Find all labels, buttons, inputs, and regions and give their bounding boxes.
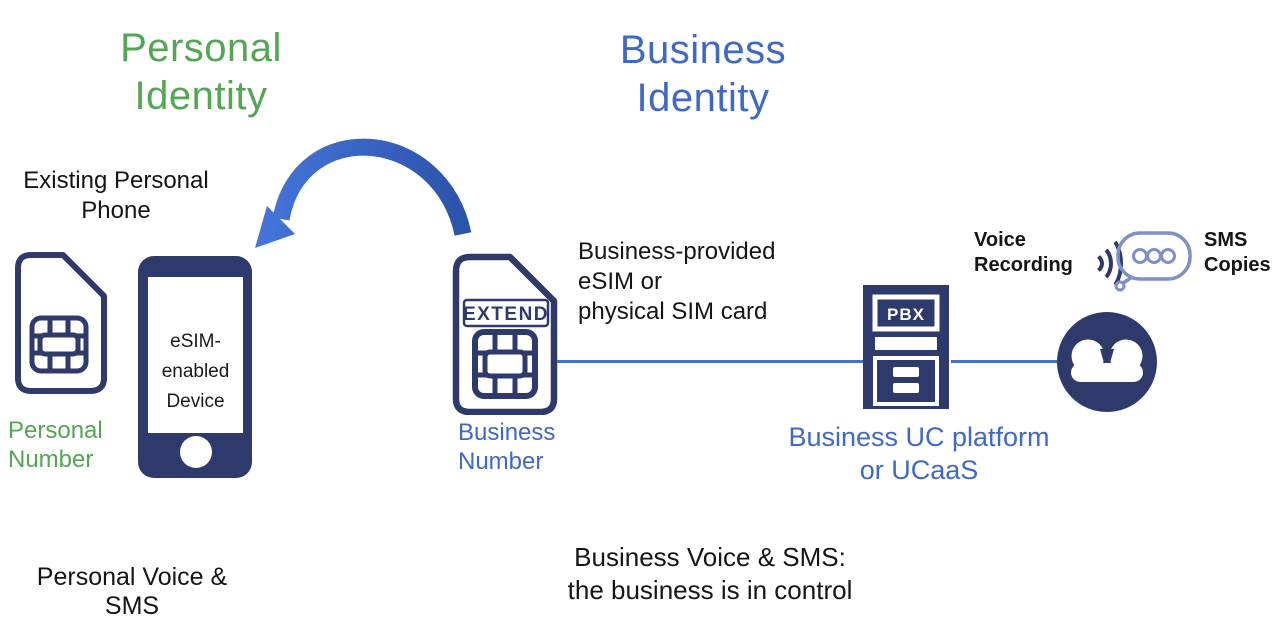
pbx-server-icon: PBX <box>863 285 949 409</box>
business-uc-platform-label: Business UC platform or UCaaS <box>788 422 1050 485</box>
personal-sim-card-icon <box>15 252 107 394</box>
sms-copies-label: SMS Copies <box>1204 229 1271 276</box>
existing-personal-phone-label: Existing Personal Phone <box>23 167 209 224</box>
voicemail-reel-icon <box>1057 312 1157 412</box>
sms-speech-bubble-icon <box>1114 231 1192 292</box>
smartphone-body <box>138 256 252 478</box>
business-voice-sms-caption: Business Voice & SMS: the business is in… <box>567 542 853 605</box>
pbx-label-text: PBX <box>887 305 925 324</box>
smartphone-icon: eSIM- enabled Device <box>136 255 254 479</box>
connector-line-sim-to-pbx <box>557 360 863 363</box>
esim-enabled-device-label: eSIM- enabled Device <box>161 331 230 412</box>
business-sim-card-extend-icon: EXTEND <box>452 253 558 415</box>
personal-voice-sms-caption: Personal Voice & SMS <box>36 563 228 620</box>
personal-identity-heading: Personal Identity <box>120 26 282 118</box>
connector-line-pbx-to-recorder <box>951 360 1057 363</box>
extend-brand-text: EXTEND <box>463 304 549 325</box>
curved-transfer-arrow-icon <box>255 138 472 248</box>
voice-recording-label: Voice Recording <box>974 229 1073 276</box>
business-identity-heading: Business Identity <box>619 28 787 120</box>
provision-note: Business-provided eSIM or physical SIM c… <box>578 238 776 325</box>
sound-wave-icon <box>1077 230 1123 293</box>
business-number-label: Business Number <box>458 419 556 475</box>
sound-wave-arc-large <box>1087 234 1123 293</box>
personal-number-label: Personal Number <box>8 417 103 473</box>
